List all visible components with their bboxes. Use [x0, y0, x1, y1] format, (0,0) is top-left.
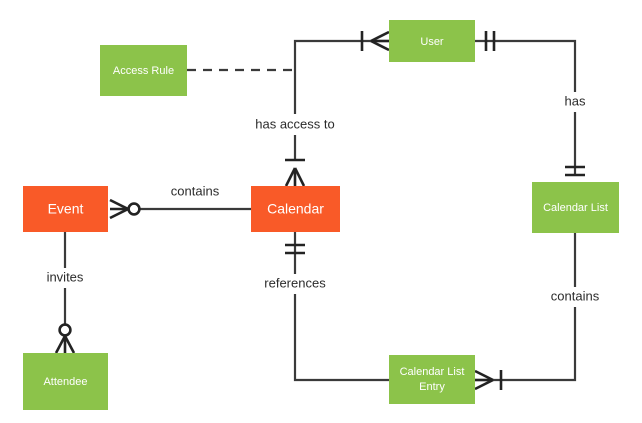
- notation-attendee-top-zero-or-many: [54, 323, 76, 354]
- connector-calendar-references-entry[interactable]: [293, 232, 389, 382]
- entity-calendar-list-label: Calendar List: [543, 202, 608, 214]
- entity-user-box[interactable]: [389, 20, 475, 62]
- relationship-label-contains-calendar-list: contains: [551, 288, 600, 303]
- notation-user-left-one-or-many: [360, 30, 390, 52]
- label-bg-contains-calendar-list: [539, 287, 612, 307]
- relationship-label-layer: has access to contains invites has conta…: [36, 92, 612, 307]
- entity-calendar-list-entry-label-line1: Calendar List: [400, 366, 465, 378]
- entity-access-rule[interactable]: Access Rule: [100, 45, 187, 96]
- entity-user[interactable]: User: [389, 20, 475, 62]
- label-bg-invites: [36, 268, 95, 288]
- notation-calendar-list-top-exactly-one: [565, 165, 585, 177]
- entity-event[interactable]: Event: [23, 186, 108, 232]
- notation-calendar-top-one-or-many: [284, 158, 306, 187]
- label-bg-has-access-to: [244, 114, 347, 135]
- label-bg-contains-event-calendar: [160, 182, 232, 202]
- entity-calendar-list[interactable]: Calendar List: [532, 182, 619, 233]
- entity-layer: Access Rule User Event Calendar Calendar…: [23, 20, 619, 410]
- notation-event-right-zero-or-many: [109, 198, 141, 220]
- entity-calendar-box[interactable]: [251, 186, 340, 232]
- relationship-label-invites: invites: [47, 269, 84, 284]
- entity-attendee-box[interactable]: [23, 353, 108, 410]
- connector-calendar-list-contains-entry[interactable]: [475, 233, 577, 382]
- notation-user-right-exactly-one: [484, 31, 496, 51]
- entity-access-rule-box[interactable]: [100, 45, 187, 96]
- notation-calendar-list-entry-right-one-or-many: [474, 369, 503, 391]
- entity-calendar-list-entry-label-line2: Entry: [419, 381, 445, 393]
- entity-calendar-list-box[interactable]: [532, 182, 619, 233]
- relationship-label-references: references: [264, 275, 326, 290]
- entity-calendar-list-entry-box[interactable]: [389, 355, 475, 404]
- entity-attendee[interactable]: Attendee: [23, 353, 108, 410]
- relationship-label-contains-event-calendar: contains: [171, 183, 220, 198]
- notation-layer: [54, 30, 585, 391]
- entity-calendar-list-entry[interactable]: Calendar List Entry: [389, 355, 475, 404]
- entity-event-label: Event: [48, 201, 84, 217]
- entity-access-rule-label: Access Rule: [113, 65, 174, 77]
- entity-user-label: User: [420, 36, 444, 48]
- label-bg-references: [252, 274, 339, 294]
- notation-calendar-bottom-exactly-one: [285, 243, 305, 255]
- entity-calendar-label: Calendar: [267, 201, 324, 217]
- entity-event-box[interactable]: [23, 186, 108, 232]
- label-bg-has: [552, 92, 599, 112]
- entity-attendee-label: Attendee: [43, 376, 87, 388]
- relationship-label-has-access-to: has access to: [255, 116, 335, 131]
- connector-user-has-calendar-list[interactable]: [475, 39, 577, 175]
- connector-user-has-access-to-calendar[interactable]: [293, 39, 389, 160]
- relationship-label-has: has: [565, 93, 586, 108]
- entity-calendar[interactable]: Calendar: [251, 186, 340, 232]
